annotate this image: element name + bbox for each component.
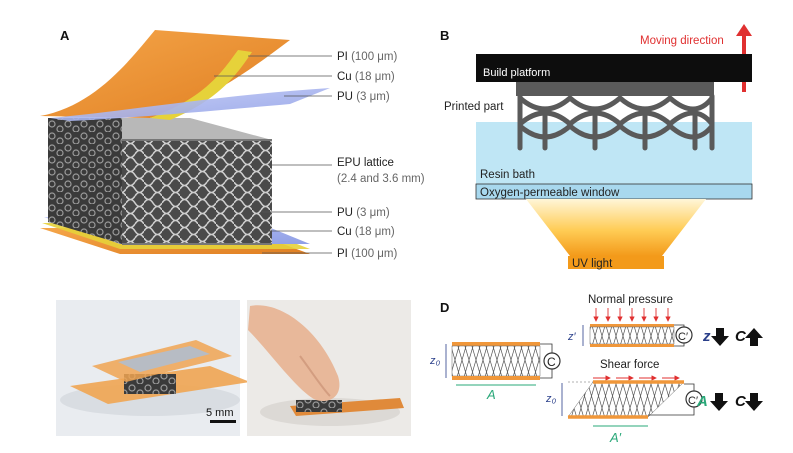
top-cu-layer bbox=[150, 50, 252, 120]
panel-d-letter: D bbox=[440, 300, 449, 315]
printed-part-label: Printed part bbox=[444, 101, 504, 113]
panel-b: B Moving direction Build platform Printe… bbox=[440, 24, 753, 270]
panel-b-letter: B bbox=[440, 28, 449, 43]
oxygen-window-label: Oxygen-permeable window bbox=[480, 187, 620, 199]
uv-light-label: UV light bbox=[572, 258, 613, 270]
layer-label-4: EPU lattice bbox=[337, 157, 394, 169]
capacitor-prime-shear-label: C′ bbox=[688, 395, 698, 407]
moving-direction-arrowhead bbox=[736, 24, 752, 36]
leader-lines bbox=[214, 55, 332, 254]
layer-label-3: PU (3 μm) bbox=[337, 91, 390, 103]
z-prime-label: z′ bbox=[567, 331, 577, 343]
top-pu-layer bbox=[50, 88, 330, 121]
shear-force-case: Shear force C′ z₀ A′ A C bbox=[545, 359, 763, 445]
capacitor-base: C z₀ A bbox=[429, 342, 561, 402]
capacitor-label: C bbox=[547, 355, 556, 369]
c-down-arrow-icon bbox=[745, 393, 763, 411]
area-label: A bbox=[486, 387, 496, 402]
peeled-top-layers bbox=[40, 30, 330, 121]
z0-label: z₀ bbox=[429, 355, 441, 367]
uv-light-source bbox=[568, 256, 664, 269]
layer-labels: PI (100 μm) Cu (18 μm) PU (3 μm) EPU lat… bbox=[337, 51, 425, 260]
result-normal-z: z bbox=[702, 328, 711, 345]
a-down-arrow-icon bbox=[710, 393, 728, 411]
z-down-arrow-icon bbox=[711, 328, 729, 346]
resin-bath-label: Resin bath bbox=[480, 169, 535, 181]
uv-light-beam bbox=[526, 199, 706, 256]
finger bbox=[248, 305, 340, 401]
panel-a: A bbox=[40, 28, 425, 260]
normal-pressure-label: Normal pressure bbox=[588, 294, 673, 306]
layer-label-4-value: (2.4 and 3.6 mm) bbox=[337, 173, 425, 185]
epu-lattice-block bbox=[48, 118, 272, 245]
layer-label-5: PU (3 μm) bbox=[337, 207, 390, 219]
c-up-arrow-icon bbox=[745, 328, 763, 346]
z0-shear-label: z₀ bbox=[545, 393, 557, 405]
lattice-left-side bbox=[48, 118, 122, 244]
build-platform bbox=[476, 54, 752, 82]
photo-sensor-stack: 5 mm bbox=[56, 300, 250, 436]
layer-label-7: PI (100 μm) bbox=[337, 248, 397, 260]
top-pi-layer bbox=[40, 30, 290, 118]
photo-finger-press bbox=[247, 300, 411, 436]
result-shear-c: C bbox=[735, 393, 747, 410]
scale-bar bbox=[210, 420, 236, 423]
lattice-front-face bbox=[122, 140, 272, 244]
capacitor-prime-label: C′ bbox=[678, 331, 688, 343]
shear-force-label: Shear force bbox=[600, 359, 659, 371]
panel-c: C 5 mm bbox=[56, 300, 411, 436]
result-normal-c: C bbox=[735, 328, 747, 345]
printed-part bbox=[516, 82, 715, 151]
panel-a-letter: A bbox=[60, 28, 70, 43]
moving-direction-label: Moving direction bbox=[640, 35, 724, 47]
layer-label-2: Cu (18 μm) bbox=[337, 71, 395, 83]
layer-label-1: PI (100 μm) bbox=[337, 51, 397, 63]
build-platform-label: Build platform bbox=[483, 67, 550, 79]
normal-pressure-case: Normal pressure C′ z′ z C bbox=[567, 294, 763, 347]
result-shear-a: A bbox=[696, 393, 708, 410]
scale-bar-label: 5 mm bbox=[206, 407, 234, 419]
panel-d: D C z₀ A Normal pressure bbox=[429, 294, 763, 445]
area-prime-label: A′ bbox=[609, 430, 622, 445]
layer-label-6: Cu (18 μm) bbox=[337, 226, 395, 238]
